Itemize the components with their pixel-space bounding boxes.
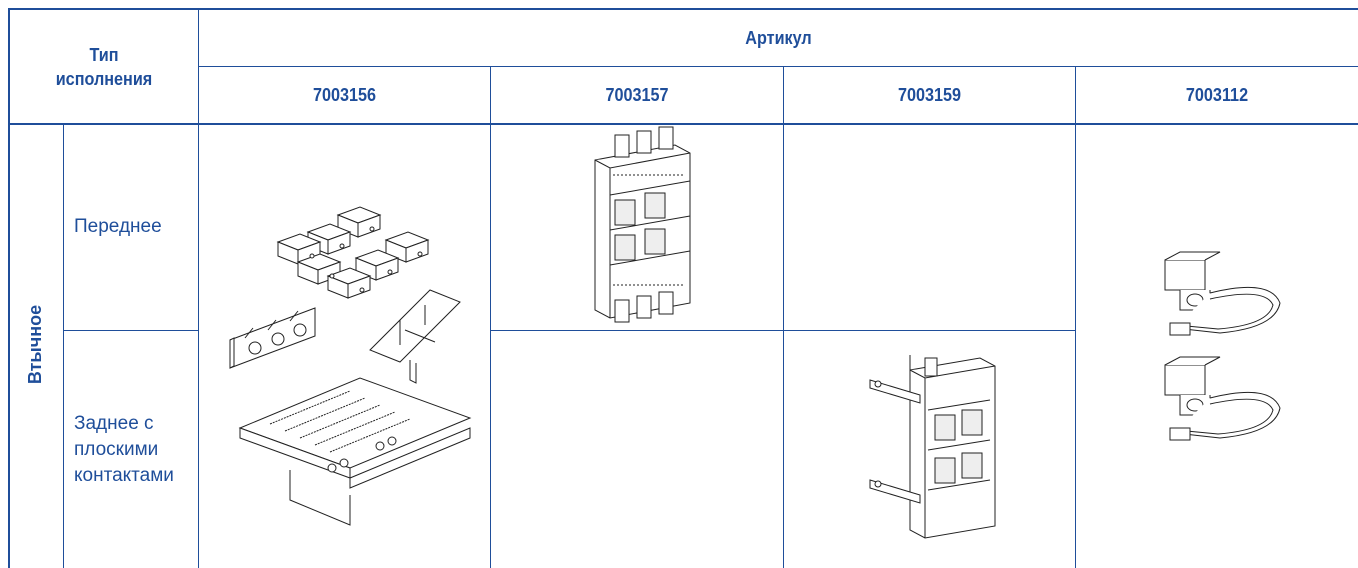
- header-mid-line: [198, 66, 1358, 67]
- frame-7003157-image: [585, 135, 695, 320]
- article-7003112: 7003112: [1185, 84, 1249, 105]
- article-7003156: 7003156: [312, 84, 377, 105]
- col-divider-2: [490, 66, 491, 568]
- contact-blocks: [278, 207, 428, 298]
- rear-label: Заднее с плоскими контактами: [74, 331, 198, 568]
- header-bottom-line: [8, 123, 1358, 125]
- row-separator-mid: [490, 330, 1075, 331]
- clip-top: [1165, 252, 1280, 335]
- right-plate: [370, 290, 460, 383]
- group-label-text: Втычное: [25, 304, 45, 384]
- col-divider-4: [1075, 66, 1076, 568]
- article-7003157: 7003157: [605, 84, 669, 105]
- clip-bottom: [1165, 357, 1280, 440]
- type-header: Тип исполнения: [19, 10, 188, 123]
- article-7003159: 7003159: [897, 84, 962, 105]
- frame-7003159-image: [870, 355, 1000, 545]
- front-label-text: Переднее: [74, 216, 162, 237]
- table-top-border: [8, 8, 1358, 10]
- table-left-border: [8, 8, 10, 568]
- row-separator-left: [63, 330, 198, 331]
- col-divider-1: [198, 8, 199, 568]
- clips-7003112-image: [1160, 245, 1285, 455]
- group-label: Втычное: [8, 124, 63, 564]
- kit-7003156-image: [210, 200, 480, 530]
- article-header: Артикул: [745, 27, 812, 48]
- rear-label-line3: контактами: [74, 464, 174, 486]
- left-plate: [230, 308, 315, 368]
- rear-label-line2: плоскими: [74, 438, 159, 460]
- cover: [240, 378, 470, 525]
- type-header-line2: исполнения: [55, 68, 153, 89]
- row-group-divider: [63, 124, 64, 568]
- rear-label-line1: Заднее с: [74, 412, 154, 434]
- front-label: Переднее: [74, 124, 198, 330]
- type-header-line1: Тип: [89, 44, 119, 65]
- col-divider-3: [783, 66, 784, 568]
